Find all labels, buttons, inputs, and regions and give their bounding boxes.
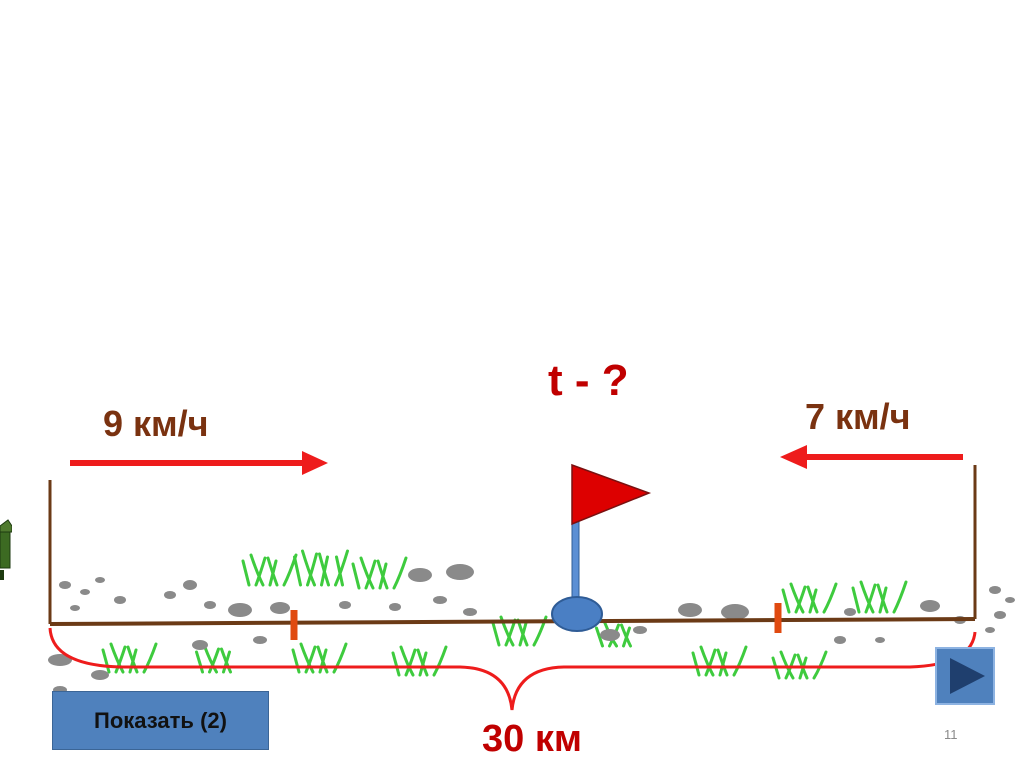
- stone: [70, 605, 80, 611]
- stone: [228, 603, 252, 617]
- stone: [204, 601, 216, 609]
- stone: [114, 596, 126, 604]
- grass-decoration: [101, 549, 908, 680]
- grass-tuft: [391, 645, 448, 677]
- grass-tuft: [195, 644, 232, 674]
- stone: [192, 640, 208, 650]
- meeting-flag: [551, 463, 652, 632]
- stone: [1005, 597, 1015, 603]
- house-icon[interactable]: [0, 518, 12, 582]
- grass-tuft: [781, 582, 838, 614]
- stone: [463, 608, 477, 616]
- road-line: [49, 617, 976, 626]
- stone: [91, 670, 109, 680]
- stone: [433, 596, 447, 604]
- stone: [270, 602, 290, 614]
- grass-tuft: [691, 645, 748, 677]
- stone: [408, 568, 432, 582]
- stone: [989, 586, 1001, 594]
- grass-tuft: [851, 580, 908, 614]
- grass-tuft: [771, 650, 828, 680]
- next-slide-button[interactable]: [935, 647, 995, 705]
- stone: [183, 580, 197, 590]
- grass-tuft: [351, 556, 408, 590]
- stone: [48, 654, 72, 666]
- stone: [253, 636, 267, 644]
- question-label: t - ?: [548, 356, 629, 405]
- stone: [920, 600, 940, 612]
- stone: [633, 626, 647, 634]
- right-speed-label: 7 км/ч: [805, 396, 911, 437]
- distance-label: 30 км: [482, 718, 582, 760]
- show-button[interactable]: Показать (2): [52, 691, 269, 750]
- left-arrow: [70, 451, 328, 475]
- play-triangle-icon: [950, 658, 985, 694]
- stone: [994, 611, 1006, 619]
- stone: [164, 591, 176, 599]
- slide-number: 11: [944, 727, 958, 742]
- left-speed-label: 9 км/ч: [103, 403, 209, 444]
- stone: [600, 629, 620, 641]
- stone: [721, 604, 749, 620]
- grass-tuft: [241, 553, 298, 587]
- stone: [446, 564, 474, 580]
- stone: [844, 608, 856, 616]
- stone: [985, 627, 995, 633]
- stone: [678, 603, 702, 617]
- stone: [834, 636, 846, 644]
- stone: [95, 577, 105, 583]
- stone: [389, 603, 401, 611]
- stone: [80, 589, 90, 595]
- grass-tuft: [101, 642, 158, 674]
- grass-tuft: [291, 642, 348, 674]
- grass-tuft: [491, 615, 548, 647]
- stone: [59, 581, 71, 589]
- show-button-label: Показать (2): [94, 707, 227, 733]
- grass-tuft: [293, 549, 349, 587]
- stone: [875, 637, 885, 643]
- right-arrow: [780, 445, 963, 469]
- stone: [339, 601, 351, 609]
